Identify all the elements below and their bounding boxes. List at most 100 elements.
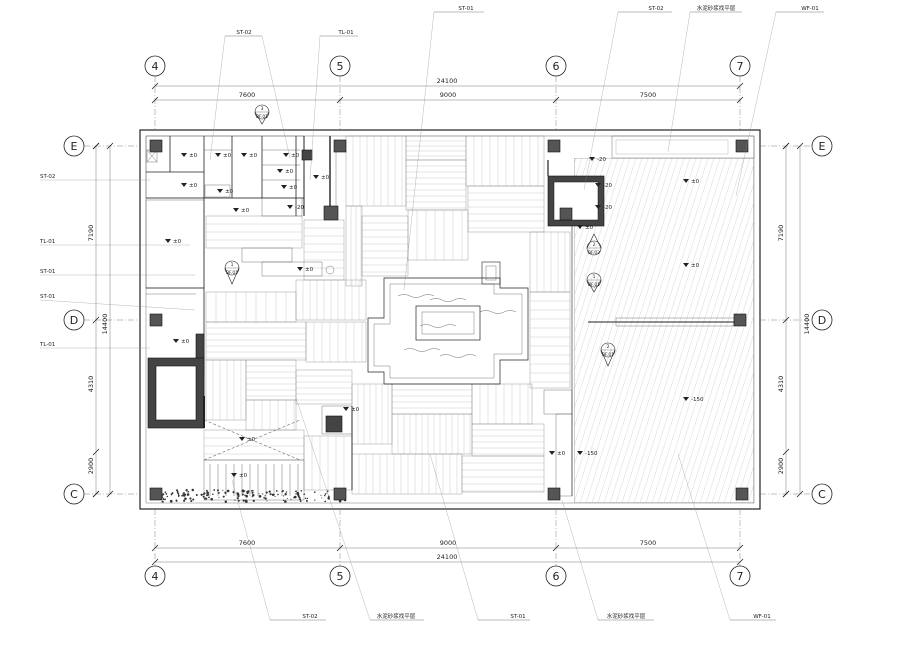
- material-tag: ST-01: [403, 6, 484, 291]
- level-value: ±0: [305, 267, 314, 273]
- gravel-dot: [165, 493, 168, 495]
- level-marker: -20: [589, 157, 606, 163]
- gravel-dot: [190, 499, 193, 503]
- level-marker: -150: [683, 397, 704, 403]
- water-wave: [403, 348, 441, 352]
- gravel-dot: [284, 500, 287, 503]
- section-ref: BF.02: [588, 250, 600, 256]
- wood-plank-line: [442, 158, 552, 503]
- wood-plank-line: [591, 158, 703, 503]
- dim-left-seg-3: 2900: [87, 458, 95, 475]
- level-triangle: [595, 183, 601, 187]
- level-triangle: [549, 451, 555, 455]
- dimension-lines: [95, 85, 801, 563]
- gravel-dot: [171, 492, 174, 495]
- gravel-dot: [284, 493, 287, 496]
- stone-block: [407, 209, 469, 261]
- dimension-tick: [92, 142, 100, 150]
- dim-bottom-seg-1: 7600: [239, 539, 256, 547]
- dim-top-seg-3: 7500: [640, 91, 657, 99]
- dimension-tick: [736, 96, 744, 104]
- gravel-dot: [213, 489, 216, 491]
- gravel-dot: [281, 490, 283, 493]
- level-marker: ±0: [217, 189, 234, 195]
- grid-bubble-left-d: D: [63, 309, 85, 331]
- stone-block: [205, 321, 307, 361]
- wood-plank-line: [735, 446, 754, 503]
- level-marker: -20: [595, 183, 612, 189]
- grid-bubble-bottom-4: 4: [144, 565, 166, 587]
- gravel-dot: [252, 499, 255, 502]
- gravel-dot: [166, 495, 169, 498]
- gravel-dot: [162, 498, 165, 500]
- level-value: ±0: [285, 169, 294, 175]
- level-value: ±0: [585, 225, 594, 231]
- gravel-dot: [244, 490, 246, 492]
- restroom-walls: [145, 135, 313, 217]
- stone-block: [529, 231, 571, 293]
- wood-plank-line: [412, 158, 522, 503]
- wood-plank-line: [574, 158, 655, 410]
- wood-plank-line: [418, 158, 528, 503]
- stone-strip-pattern: [203, 135, 571, 495]
- dimension-tick: [782, 490, 790, 498]
- stone-block: [245, 399, 297, 431]
- dimension-tick: [106, 490, 114, 498]
- gravel-dot: [212, 493, 214, 496]
- wood-plank-line: [406, 158, 516, 503]
- gravel-dot: [208, 496, 210, 499]
- level-marker: ±0: [683, 263, 700, 269]
- section-ref: BF.01: [226, 270, 238, 276]
- level-triangle: [283, 153, 289, 157]
- level-triangle: [577, 225, 583, 229]
- dimension-ticks: [92, 82, 804, 566]
- wood-plank-line: [574, 158, 637, 353]
- gravel-dot: [293, 495, 297, 499]
- level-value: -20: [295, 205, 304, 211]
- material-tag: ST-01: [40, 269, 195, 276]
- level-marker: ±0: [181, 153, 198, 159]
- gravel-dot: [234, 499, 236, 501]
- tag-label: 水泥砂浆找平层: [377, 612, 416, 620]
- gravel-dot: [217, 491, 220, 494]
- dimension-tick: [92, 316, 100, 324]
- central-elements: [241, 136, 736, 497]
- gravel-dot: [299, 500, 302, 502]
- gravel-dot: [313, 491, 316, 493]
- dimension-tick: [336, 544, 344, 552]
- gravel-dot: [162, 496, 164, 499]
- gravel-dot: [245, 494, 248, 498]
- dim-top-seg-2: 9000: [440, 91, 457, 99]
- gravel-dot: [210, 497, 214, 501]
- level-value: ±0: [351, 407, 360, 413]
- gravel-dot: [224, 491, 227, 494]
- structural-columns: [149, 139, 749, 501]
- tag-label: ST-02: [236, 30, 251, 36]
- level-triangle: [241, 153, 247, 157]
- section-marker: 2 BF.01: [600, 342, 616, 367]
- wood-plank-line: [454, 158, 564, 503]
- water-wave: [439, 354, 477, 358]
- water-wave: [419, 324, 457, 328]
- gravel-dot: [216, 489, 219, 492]
- gravel-dot: [186, 491, 188, 493]
- gravel-dot: [285, 491, 288, 493]
- material-tag: ST-02: [209, 30, 291, 161]
- gravel-dot: [186, 493, 190, 496]
- wood-plank-line: [675, 257, 754, 503]
- gravel-dot: [185, 488, 188, 492]
- level-marker: ±0: [215, 153, 232, 159]
- grid-label: 6: [553, 570, 560, 583]
- gravel-dot: [251, 489, 253, 492]
- stone-block: [471, 423, 545, 457]
- grid-label: 4: [152, 60, 159, 73]
- gravel-dot: [290, 498, 292, 500]
- wood-plank-line: [574, 158, 667, 448]
- dim-left-seg-1: 7190: [87, 225, 95, 242]
- stone-block: [345, 135, 407, 207]
- level-value: ±0: [691, 263, 700, 269]
- water-wave: [479, 310, 517, 314]
- section-number: 2: [607, 344, 610, 350]
- section-ref: BF.01: [602, 352, 614, 358]
